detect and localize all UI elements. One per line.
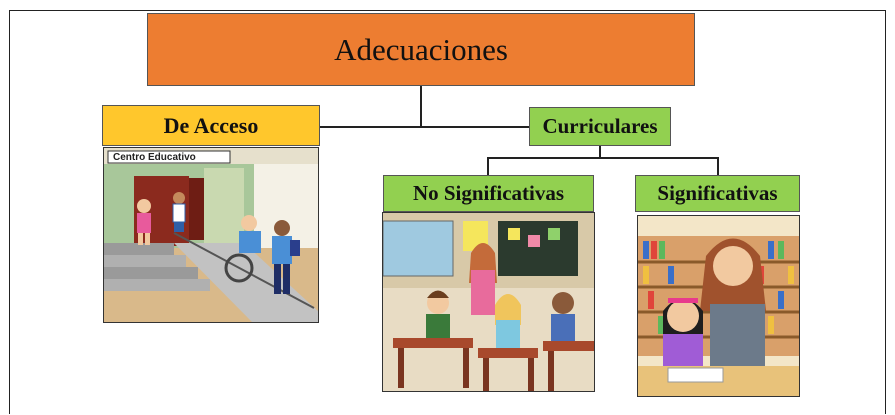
school-sign-text: Centro Educativo	[113, 152, 196, 163]
node-curriculares: Curriculares	[529, 107, 671, 146]
illustration-teacher-student-library	[637, 215, 800, 397]
root-node-adecuaciones: Adecuaciones	[147, 13, 695, 86]
connector-horizontal-bottom	[488, 157, 719, 159]
connector-sig-down	[717, 157, 719, 175]
connector-horizontal-top	[320, 126, 529, 128]
illustration-classroom-group	[382, 212, 595, 392]
node-de-acceso: De Acceso	[102, 105, 320, 146]
node-significativas: Significativas	[635, 175, 800, 212]
connector-nosig-down	[487, 157, 489, 175]
connector-root-down	[420, 86, 422, 127]
connector-curricular-down	[599, 146, 601, 158]
node-no-significativas: No Significativas	[383, 175, 594, 212]
illustration-school-entrance: Centro Educativo	[103, 147, 319, 323]
